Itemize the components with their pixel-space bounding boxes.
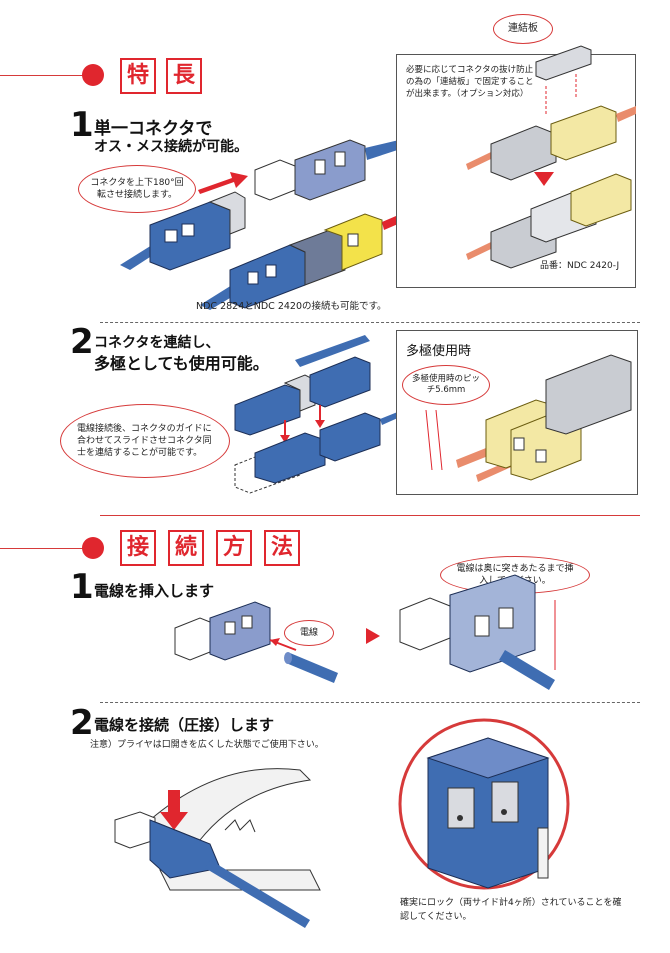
lock-note: 確実にロック（両サイド計4ヶ所）されていることを確認してください。 — [400, 898, 622, 922]
step1-title: 電線を挿入します — [94, 582, 215, 600]
method-heading-char: 続 — [168, 530, 204, 566]
item1-number: 1 — [70, 105, 94, 145]
method-heading-char: 方 — [216, 530, 252, 566]
method-heading-char: 法 — [264, 530, 300, 566]
wire-label-text: 電線 — [299, 628, 318, 638]
step1-arrow — [366, 628, 380, 644]
features-heading-char: 長 — [166, 58, 202, 94]
option-illustration — [466, 45, 636, 269]
plate-label-bubble: 連結板 — [493, 14, 553, 44]
insert-illustration-left — [174, 601, 338, 683]
step1-number: 1 — [70, 567, 94, 607]
lock-detail-zoom — [398, 718, 570, 890]
part-number: 品番：NDC 2420-J — [540, 261, 620, 271]
item1-title-line2: オス・メス接続が可能。 — [94, 139, 248, 155]
compat-note: NDC 2824とNDC 2420の接続も可能です。 — [196, 301, 387, 312]
step2-caution: 注意）プライヤは口開きを広くした状態でご使用下さい。 — [90, 740, 324, 750]
connector-illustration-2 — [234, 335, 400, 494]
features-bullet — [82, 64, 104, 86]
features-heading-char: 特 — [120, 58, 156, 94]
slide-bubble-text: 電線接続後、コネクタのガイドに合わせてスライドさせコネクタ同士を連結することが可… — [77, 424, 212, 458]
rotate-bubble-text: コネクタを上下180°回転させ接続します。 — [90, 178, 184, 200]
item2-number: 2 — [70, 322, 94, 362]
step2-number: 2 — [70, 703, 94, 743]
step-divider — [100, 702, 640, 703]
item2-title-line2: 多極としても使用可能。 — [94, 354, 269, 373]
rotate-bubble: コネクタを上下180°回転させ接続します。 — [78, 165, 196, 213]
method-rule — [0, 548, 90, 549]
method-bullet — [82, 537, 104, 559]
plate-label-text: 連結板 — [508, 23, 538, 34]
item1-title-line1: 単一コネクタで — [94, 119, 213, 139]
wire-label-bubble: 電線 — [284, 620, 334, 646]
multipole-title: 多極使用時 — [406, 344, 472, 359]
crimp-illustration — [114, 768, 321, 928]
insert-illustration-right — [399, 574, 556, 690]
method-heading-char: 接 — [120, 530, 156, 566]
multipole-illustration — [425, 354, 632, 482]
slide-bubble: 電線接続後、コネクタのガイドに合わせてスライドさせコネクタ同士を連結することが可… — [60, 404, 230, 478]
step2-title: 電線を接続（圧接）します — [94, 716, 275, 734]
option-note: 必要に応じてコネクタの抜け防止の為の「連結板」で固定することが出来ます。（オプシ… — [406, 65, 534, 99]
pitch-bubble-text: 多極使用時のピッチ5.6mm — [411, 374, 480, 395]
connector-illustration-1 — [120, 135, 422, 310]
method-top-rule — [100, 515, 640, 516]
features-rule — [0, 75, 90, 76]
pitch-bubble: 多極使用時のピッチ5.6mm — [402, 365, 490, 405]
item2-title-line1: コネクタを連結し、 — [94, 335, 220, 351]
section-divider — [100, 322, 640, 323]
